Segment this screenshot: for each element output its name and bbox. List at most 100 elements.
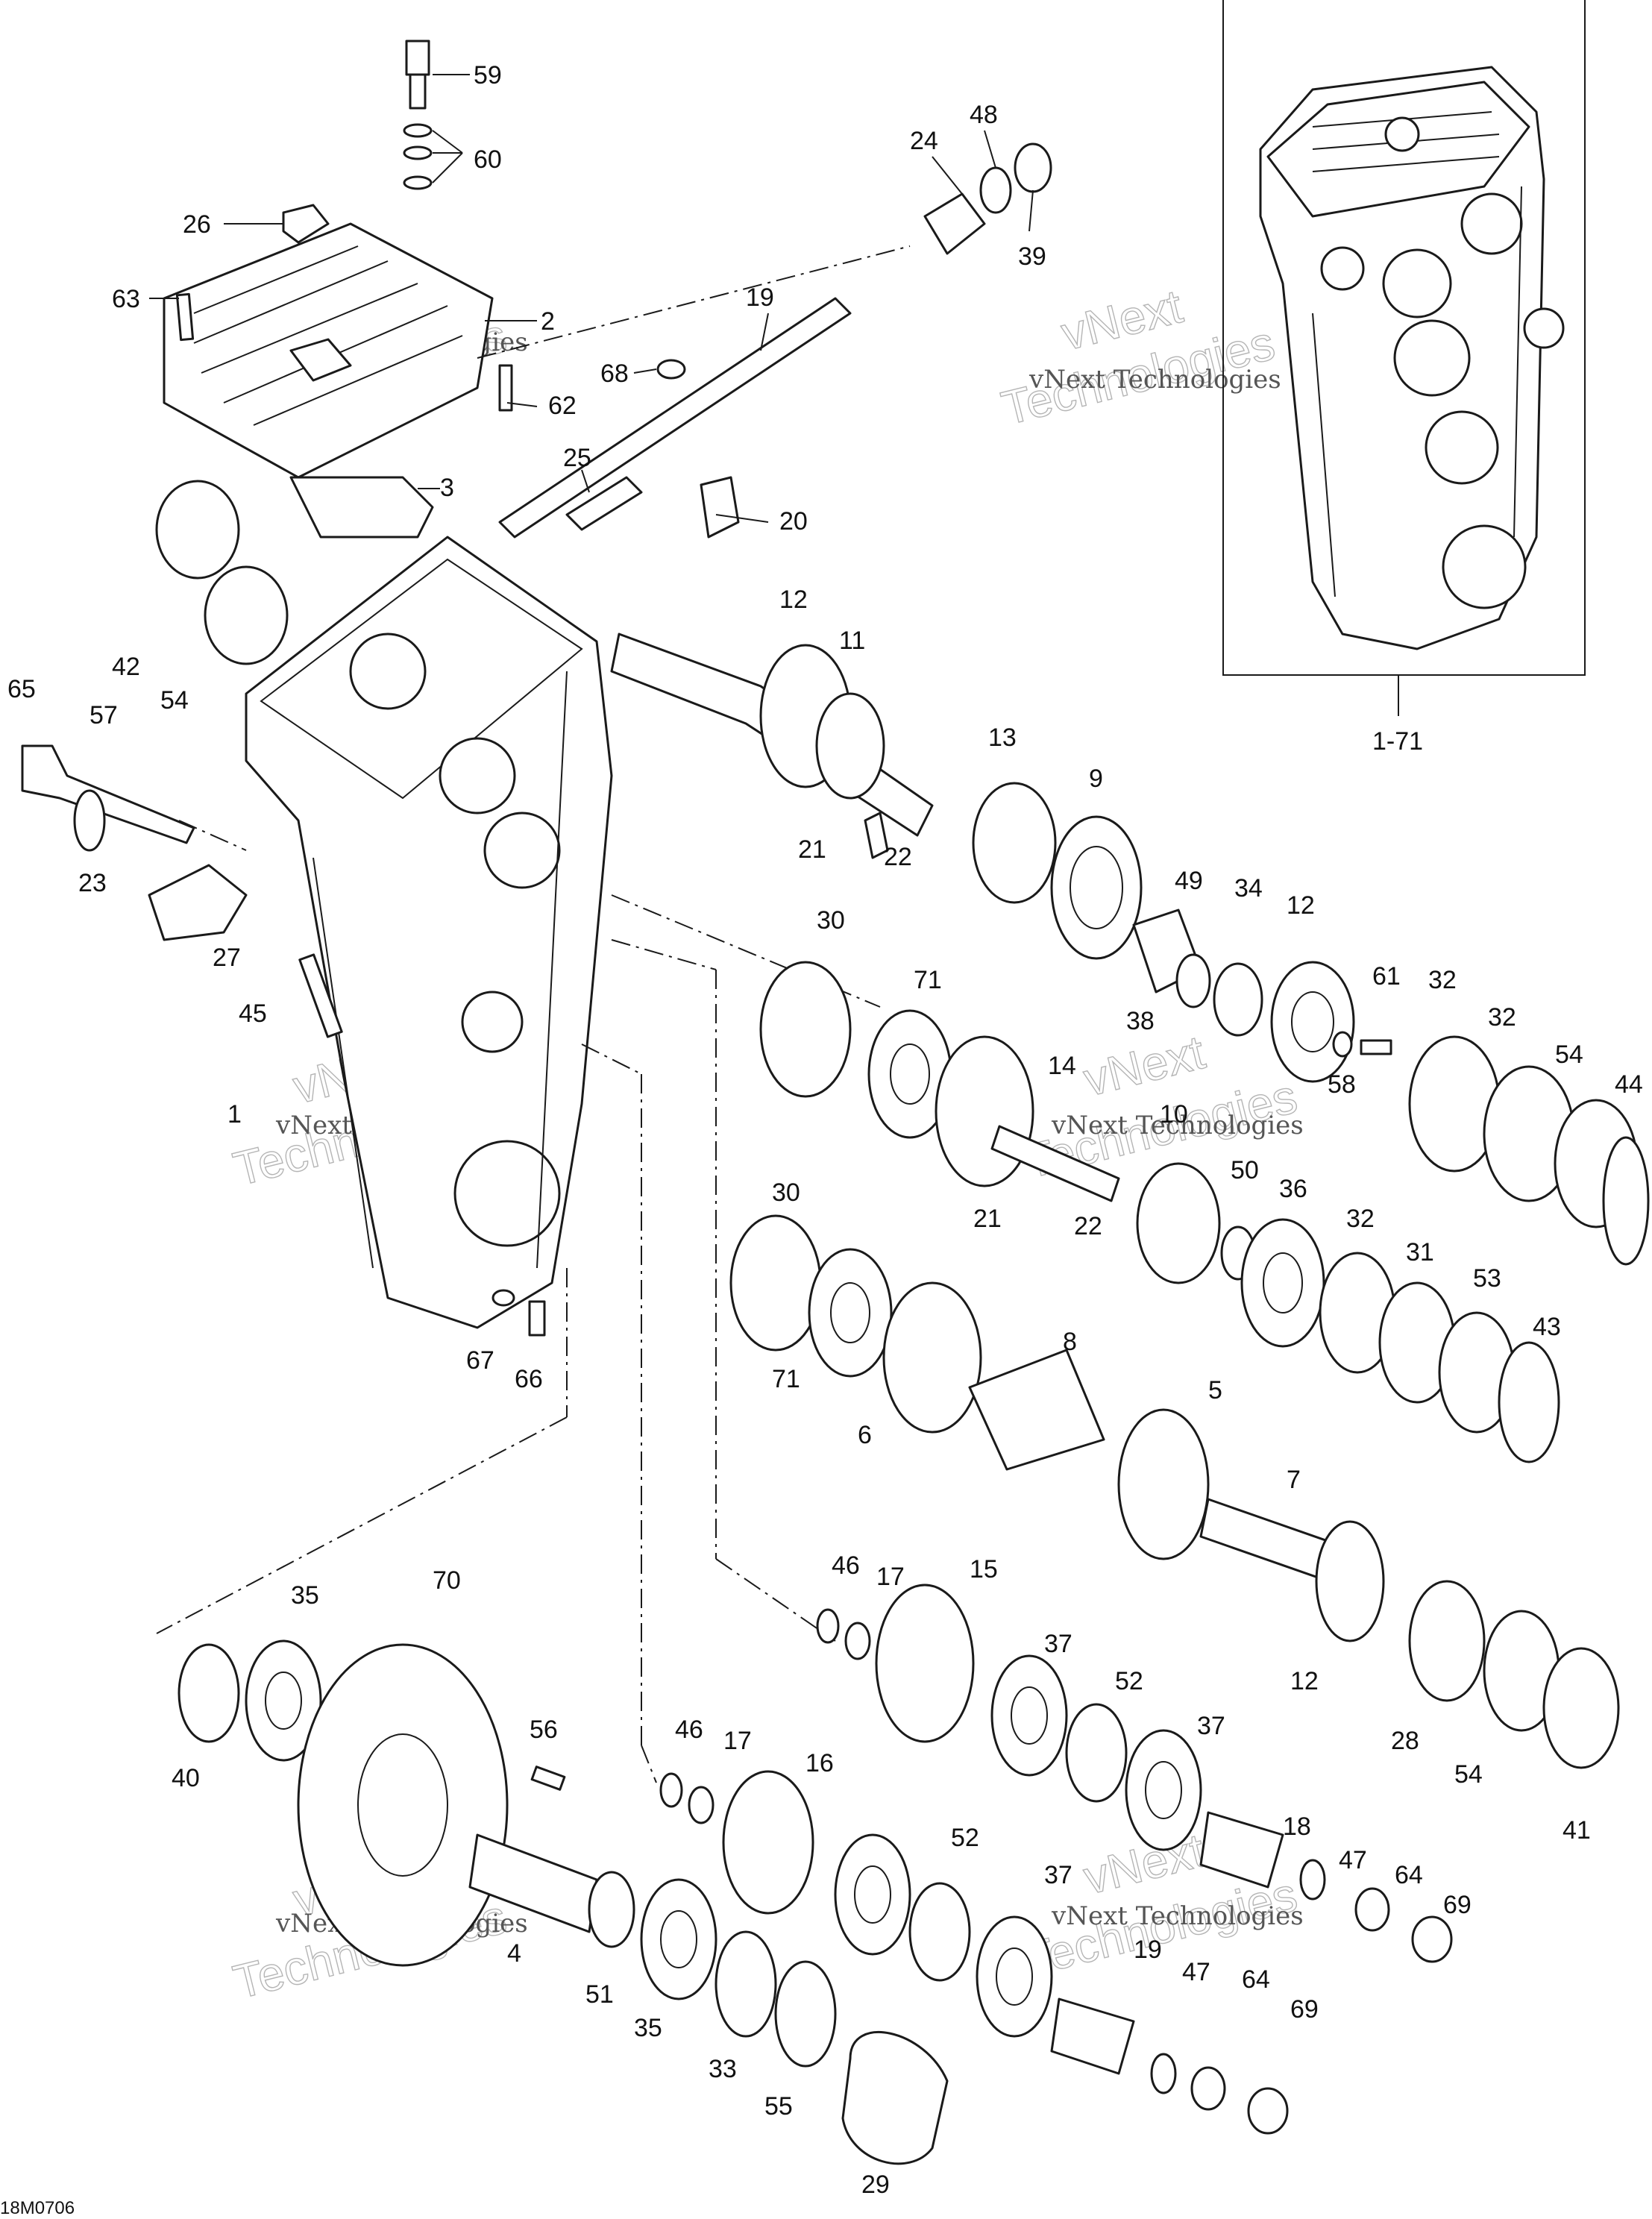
- gear: [1050, 815, 1143, 960]
- callout-21: 21: [973, 1205, 1002, 1233]
- fitting: [700, 476, 740, 539]
- callout-38: 38: [1126, 1007, 1155, 1035]
- gear: [882, 1281, 982, 1434]
- callout-51: 51: [585, 1980, 614, 2009]
- ball-bearing: [1270, 961, 1355, 1083]
- circlip: [1065, 1703, 1128, 1803]
- callout-24: 24: [910, 127, 938, 155]
- callout-41: 41: [1563, 1816, 1591, 1845]
- seal: [1408, 1580, 1486, 1702]
- intermediate-shaft: [990, 1125, 1120, 1202]
- callout-23: 23: [78, 869, 107, 897]
- callout-8: 8: [1063, 1328, 1077, 1356]
- sensor-assembled: [1384, 116, 1420, 152]
- callout-32: 32: [1488, 1003, 1516, 1032]
- sleeve: [468, 1833, 598, 1933]
- callout-22: 22: [1074, 1212, 1102, 1240]
- o-ring: [1150, 2053, 1177, 2094]
- callout-27: 27: [213, 944, 241, 972]
- circlip: [908, 1882, 971, 1982]
- ball-bearing: [834, 1833, 911, 1956]
- circlip: [588, 1871, 635, 1948]
- callout-44: 44: [1615, 1070, 1643, 1099]
- callout-34: 34: [1234, 874, 1263, 903]
- assembled-view-frame: [1222, 0, 1586, 676]
- callout-22: 22: [884, 843, 912, 871]
- gasket-plate: [289, 476, 434, 539]
- callout-49: 49: [1175, 867, 1203, 895]
- callout-47: 47: [1339, 1846, 1367, 1874]
- callout-52: 52: [1115, 1667, 1143, 1695]
- callout-67: 67: [466, 1346, 494, 1375]
- figure-code: 18M0706: [0, 2198, 75, 2218]
- callout-70: 70: [433, 1566, 461, 1595]
- callout-leaders: [149, 74, 1034, 523]
- watermark-caption: vNext Technologies: [1051, 1901, 1304, 1931]
- circlip: [774, 1960, 837, 2068]
- callout-37: 37: [1197, 1712, 1225, 1740]
- callout-29: 29: [861, 2171, 890, 2199]
- callout-54: 54: [1555, 1041, 1583, 1069]
- callout-15: 15: [970, 1555, 998, 1584]
- circlip: [1175, 953, 1211, 1008]
- washer: [73, 789, 106, 852]
- callout-30: 30: [817, 906, 845, 935]
- callout-25: 25: [563, 444, 591, 472]
- callout-35: 35: [634, 2014, 662, 2042]
- drain-bolt: [528, 1300, 546, 1337]
- callout-20: 20: [779, 507, 808, 536]
- callout-17: 17: [723, 1727, 752, 1755]
- plug: [148, 864, 248, 941]
- shim: [714, 1930, 777, 2038]
- cap: [1602, 1136, 1650, 1266]
- callout-37: 37: [1044, 1861, 1072, 1889]
- callout-12: 12: [1287, 891, 1315, 920]
- washer: [403, 145, 433, 160]
- callout-35: 35: [291, 1581, 319, 1610]
- callout-4: 4: [507, 1939, 521, 1968]
- spring: [864, 812, 889, 859]
- input-shaft-row: [610, 633, 1650, 1266]
- seal-nut: [923, 192, 986, 255]
- o-ring: [979, 166, 1012, 214]
- callout-5: 5: [1208, 1376, 1222, 1404]
- callout-56: 56: [530, 1716, 558, 1744]
- callout-60: 60: [474, 145, 502, 174]
- bolt: [175, 292, 195, 342]
- callout-68: 68: [600, 360, 629, 388]
- circlip: [204, 565, 289, 665]
- callout-69: 69: [1290, 1995, 1319, 2024]
- callout-63: 63: [112, 285, 140, 313]
- spacer: [1213, 962, 1263, 1037]
- ball-bearing: [1125, 1729, 1202, 1851]
- callout-37: 37: [1044, 1630, 1072, 1658]
- callout-33: 33: [709, 2055, 737, 2083]
- callout-2: 2: [541, 307, 555, 336]
- nut: [656, 359, 686, 380]
- callout-32: 32: [1346, 1205, 1375, 1233]
- nut: [1411, 1915, 1453, 1963]
- callout-13: 13: [988, 724, 1017, 752]
- lower-shaft-rows: [178, 1584, 1453, 2165]
- filler-plug: [282, 204, 330, 244]
- callout-32: 32: [1428, 966, 1457, 994]
- bolt: [498, 364, 513, 412]
- end-cap: [841, 2031, 949, 2165]
- callout-65: 65: [7, 675, 36, 703]
- callout-53: 53: [1473, 1264, 1501, 1293]
- callout-18: 18: [1283, 1812, 1311, 1841]
- lock-washer: [1354, 1887, 1390, 1932]
- callout-52: 52: [951, 1824, 979, 1852]
- ball-bearing: [245, 1639, 322, 1762]
- callout-39: 39: [1018, 242, 1046, 271]
- callout-42: 42: [112, 653, 140, 681]
- callout-66: 66: [515, 1365, 543, 1393]
- callout-54: 54: [160, 686, 189, 715]
- spacer: [844, 1622, 871, 1660]
- top-cover-group: [163, 40, 513, 539]
- shift-collar: [1136, 1162, 1221, 1284]
- nut: [1247, 2087, 1289, 2135]
- seal-ring: [155, 480, 240, 580]
- large-gear: [297, 1643, 509, 1967]
